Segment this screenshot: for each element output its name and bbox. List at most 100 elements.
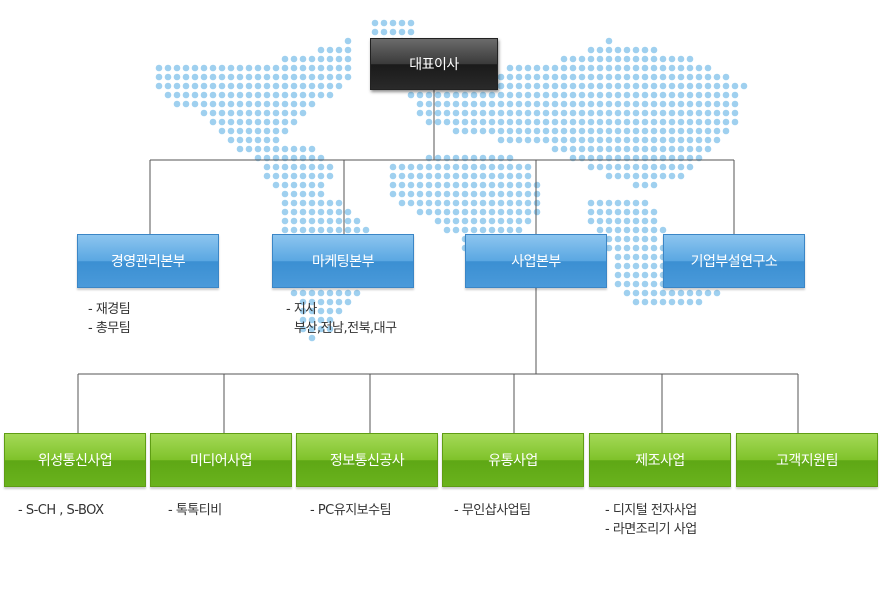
map-dot bbox=[614, 226, 622, 234]
map-dot bbox=[605, 235, 613, 243]
map-dot bbox=[641, 163, 649, 171]
map-dot bbox=[335, 217, 343, 225]
map-dot bbox=[533, 82, 541, 90]
map-dot bbox=[326, 217, 334, 225]
map-dot bbox=[218, 109, 226, 117]
map-dot bbox=[407, 19, 415, 27]
map-dot bbox=[308, 217, 316, 225]
map-dot bbox=[623, 64, 631, 72]
map-dot bbox=[659, 91, 667, 99]
map-dot bbox=[299, 298, 307, 306]
map-dot bbox=[677, 298, 685, 306]
map-dot bbox=[578, 109, 586, 117]
map-dot bbox=[479, 190, 487, 198]
map-dot bbox=[497, 118, 505, 126]
map-dot bbox=[641, 100, 649, 108]
map-dot bbox=[596, 55, 604, 63]
map-dot bbox=[191, 64, 199, 72]
map-dot bbox=[488, 190, 496, 198]
map-dot bbox=[533, 64, 541, 72]
map-dot bbox=[443, 109, 451, 117]
map-dot bbox=[416, 91, 424, 99]
map-dot bbox=[650, 118, 658, 126]
map-dot bbox=[398, 199, 406, 207]
map-dot bbox=[569, 91, 577, 99]
map-dot bbox=[425, 208, 433, 216]
map-dot bbox=[560, 91, 568, 99]
map-dot bbox=[425, 109, 433, 117]
map-dot bbox=[290, 82, 298, 90]
map-dot bbox=[587, 163, 595, 171]
map-dot bbox=[623, 262, 631, 270]
map-dot bbox=[650, 91, 658, 99]
map-dot bbox=[488, 127, 496, 135]
map-dot bbox=[452, 190, 460, 198]
map-dot bbox=[317, 289, 325, 297]
map-dot bbox=[587, 109, 595, 117]
map-dot bbox=[398, 190, 406, 198]
map-dot bbox=[290, 172, 298, 180]
map-dot bbox=[479, 181, 487, 189]
map-dot bbox=[695, 73, 703, 81]
map-dot bbox=[641, 55, 649, 63]
map-dot bbox=[569, 82, 577, 90]
map-dot bbox=[497, 181, 505, 189]
map-dot bbox=[479, 217, 487, 225]
map-dot bbox=[695, 109, 703, 117]
map-dot bbox=[461, 172, 469, 180]
map-dot bbox=[524, 190, 532, 198]
map-dot bbox=[263, 73, 271, 81]
map-dot bbox=[587, 82, 595, 90]
map-dot bbox=[191, 91, 199, 99]
map-dot bbox=[218, 118, 226, 126]
map-dot bbox=[659, 298, 667, 306]
map-dot bbox=[623, 46, 631, 54]
map-dot bbox=[515, 190, 523, 198]
map-dot bbox=[263, 118, 271, 126]
map-dot bbox=[569, 136, 577, 144]
map-dot bbox=[290, 100, 298, 108]
map-dot bbox=[209, 118, 217, 126]
map-dot bbox=[488, 109, 496, 117]
map-dot bbox=[425, 100, 433, 108]
map-dot bbox=[623, 109, 631, 117]
map-dot bbox=[623, 226, 631, 234]
map-dot bbox=[587, 100, 595, 108]
map-dot bbox=[290, 199, 298, 207]
map-dot bbox=[209, 73, 217, 81]
map-dot bbox=[281, 82, 289, 90]
map-dot bbox=[200, 109, 208, 117]
map-dot bbox=[695, 145, 703, 153]
map-dot bbox=[506, 181, 514, 189]
map-dot bbox=[299, 109, 307, 117]
map-dot bbox=[479, 172, 487, 180]
map-dot bbox=[335, 208, 343, 216]
map-dot bbox=[308, 208, 316, 216]
map-dot bbox=[650, 208, 658, 216]
map-dot bbox=[605, 163, 613, 171]
division-research-lab: 기업부설연구소 bbox=[663, 234, 805, 288]
note-item: - 지사 bbox=[286, 302, 317, 317]
map-dot bbox=[695, 298, 703, 306]
map-dot bbox=[254, 73, 262, 81]
map-dot bbox=[353, 226, 361, 234]
map-dot bbox=[272, 91, 280, 99]
map-dot bbox=[686, 136, 694, 144]
map-dot bbox=[497, 172, 505, 180]
map-dot bbox=[173, 100, 181, 108]
map-dot bbox=[236, 100, 244, 108]
map-dot bbox=[281, 100, 289, 108]
map-dot bbox=[659, 82, 667, 90]
map-dot bbox=[506, 199, 514, 207]
map-dot bbox=[425, 172, 433, 180]
map-dot bbox=[560, 145, 568, 153]
map-dot bbox=[623, 163, 631, 171]
division-marketing: 마케팅본부 bbox=[272, 234, 414, 288]
map-dot bbox=[605, 109, 613, 117]
map-dot bbox=[677, 55, 685, 63]
map-dot bbox=[623, 271, 631, 279]
note-item: - 재경팀 bbox=[88, 302, 131, 317]
map-dot bbox=[290, 208, 298, 216]
map-dot bbox=[704, 82, 712, 90]
map-dot bbox=[623, 127, 631, 135]
